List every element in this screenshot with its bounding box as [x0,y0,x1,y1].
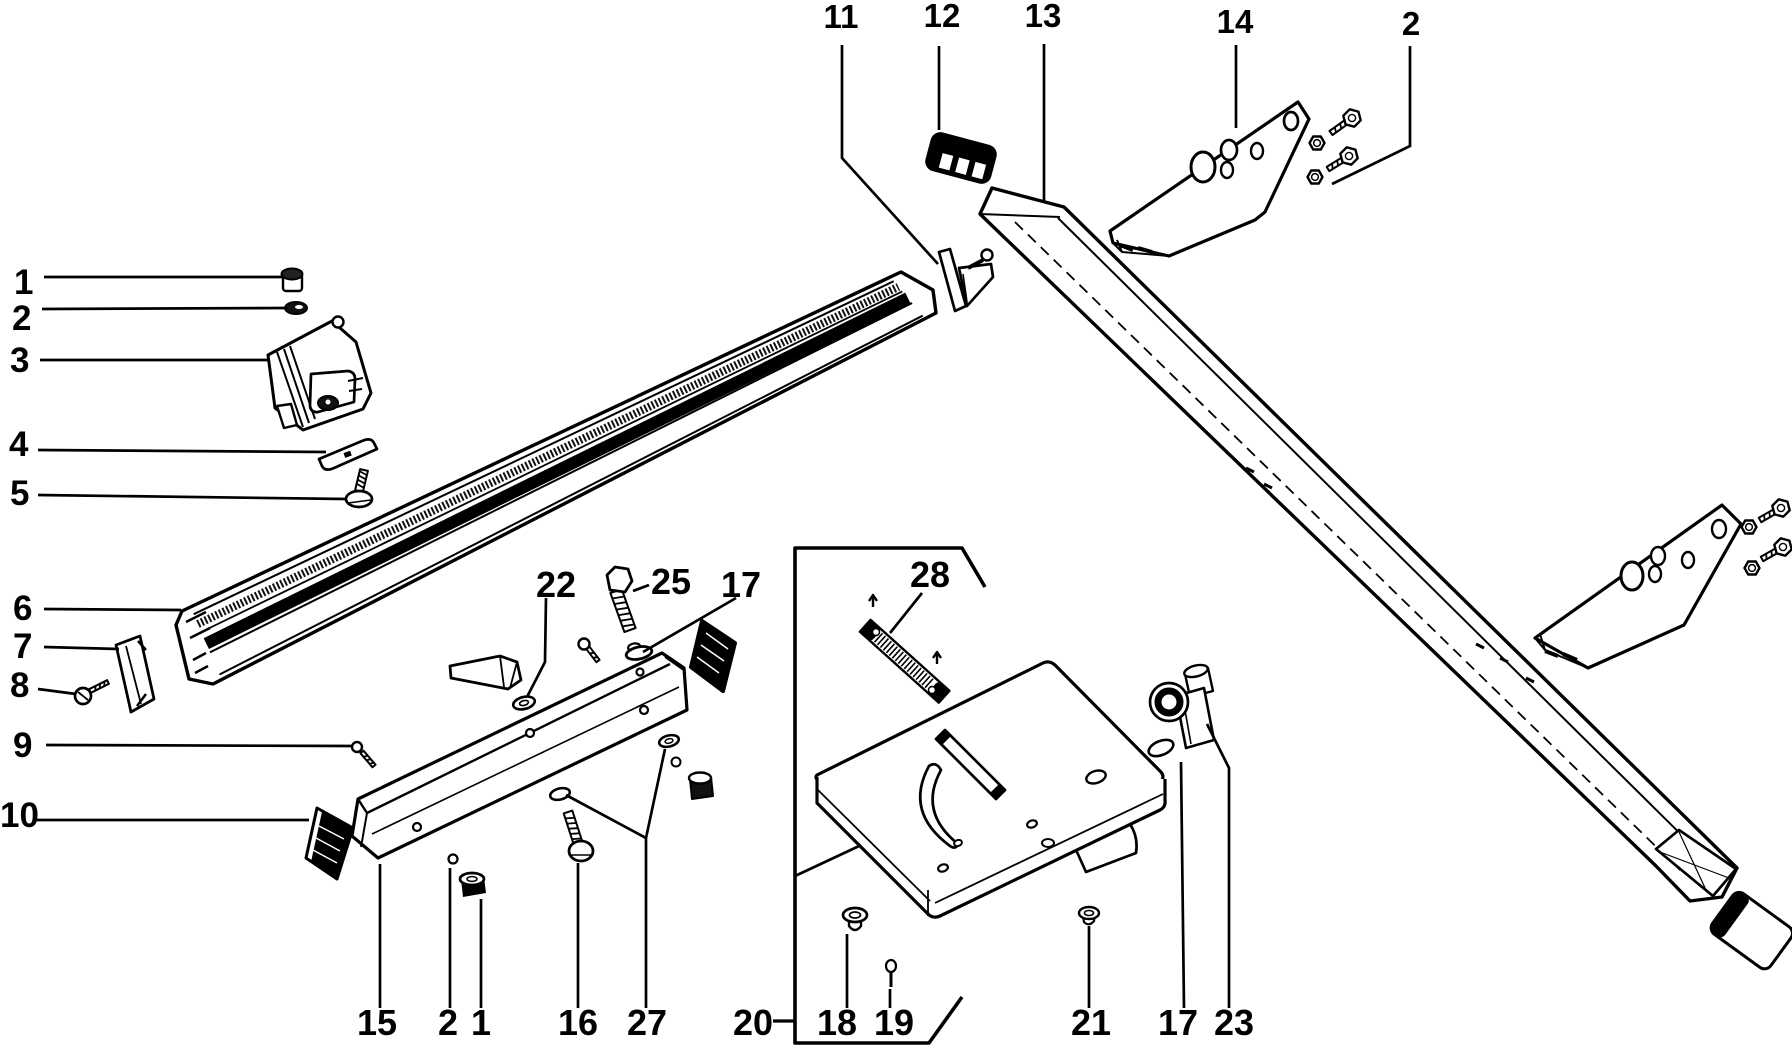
svg-text:11: 11 [824,0,859,35]
svg-text:14: 14 [1217,3,1254,40]
svg-text:16: 16 [558,1002,598,1043]
svg-text:3: 3 [10,341,29,380]
svg-text:15: 15 [357,1002,397,1043]
svg-text:18: 18 [817,1002,857,1043]
svg-text:17: 17 [721,564,761,605]
svg-text:12: 12 [924,0,961,34]
svg-text:19: 19 [874,1002,914,1043]
svg-text:1: 1 [471,1002,491,1043]
svg-text:20: 20 [733,1002,773,1043]
svg-text:1: 1 [14,263,33,302]
svg-text:9: 9 [13,726,32,765]
svg-text:6: 6 [13,589,32,628]
svg-text:28: 28 [910,554,950,595]
svg-text:2: 2 [1402,5,1420,42]
svg-text:2: 2 [12,299,31,338]
svg-text:23: 23 [1214,1002,1254,1043]
svg-text:27: 27 [627,1002,667,1043]
svg-text:7: 7 [13,627,32,666]
svg-text:5: 5 [10,474,29,513]
svg-text:8: 8 [10,666,29,705]
svg-text:22: 22 [536,564,576,605]
svg-text:10: 10 [0,796,39,835]
svg-text:25: 25 [651,561,691,602]
svg-text:17: 17 [1158,1002,1198,1043]
svg-text:13: 13 [1025,0,1062,34]
svg-text:4: 4 [9,425,29,464]
svg-text:21: 21 [1071,1002,1111,1043]
svg-text:2: 2 [438,1002,458,1043]
